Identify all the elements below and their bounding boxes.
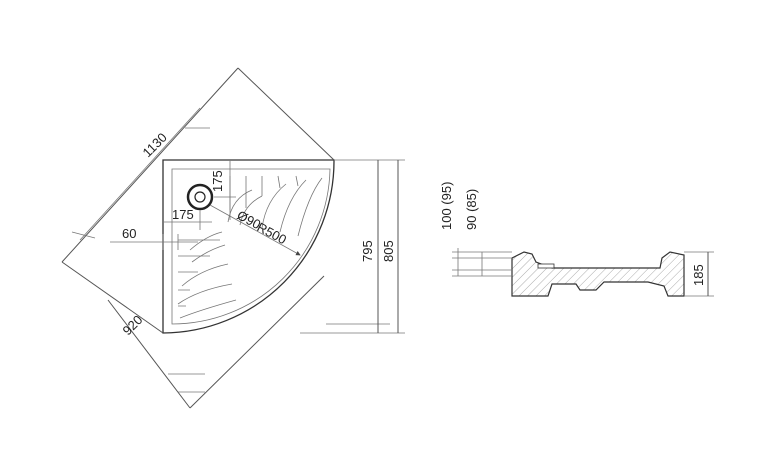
dim-175-horizontal-label: 175	[172, 207, 194, 222]
dim-920-label: 920	[120, 312, 146, 338]
dim-1130-label: 1130	[140, 130, 170, 160]
drain-outlet-slot	[537, 263, 555, 269]
dimension-175-horizontal: 175	[163, 207, 212, 230]
plan-view: 1130 920 175 175 Ø90 R500	[61, 67, 405, 409]
dimension-foot-heights: 100 (95) 90 (85)	[439, 182, 512, 277]
drain-icon	[186, 183, 214, 211]
dimension-drain-radius: Ø90 R500	[209, 204, 301, 256]
dim-185-label: 185	[691, 264, 706, 286]
tray-outer-outline	[162, 159, 335, 334]
dimension-175-vertical: 175	[210, 160, 236, 210]
section-view: 100 (95) 90 (85) 185	[439, 182, 714, 297]
dimension-60: 60	[110, 226, 198, 250]
dimension-795-805: 795 805	[300, 159, 405, 334]
dim-60-label: 60	[122, 226, 136, 241]
tray-section-body	[511, 251, 685, 297]
dimension-920: 920	[107, 275, 325, 409]
dim-805-label: 805	[381, 240, 396, 262]
tray-inner-rim	[171, 168, 331, 325]
dim-795-label: 795	[360, 240, 375, 262]
dim-foot-a-label: 100 (95)	[439, 182, 454, 230]
dim-foot-b-label: 90 (85)	[464, 189, 479, 230]
dimension-185: 185	[684, 251, 714, 297]
dim-radius-label: R500	[255, 219, 289, 247]
dim-175-vertical-label: 175	[210, 170, 225, 192]
